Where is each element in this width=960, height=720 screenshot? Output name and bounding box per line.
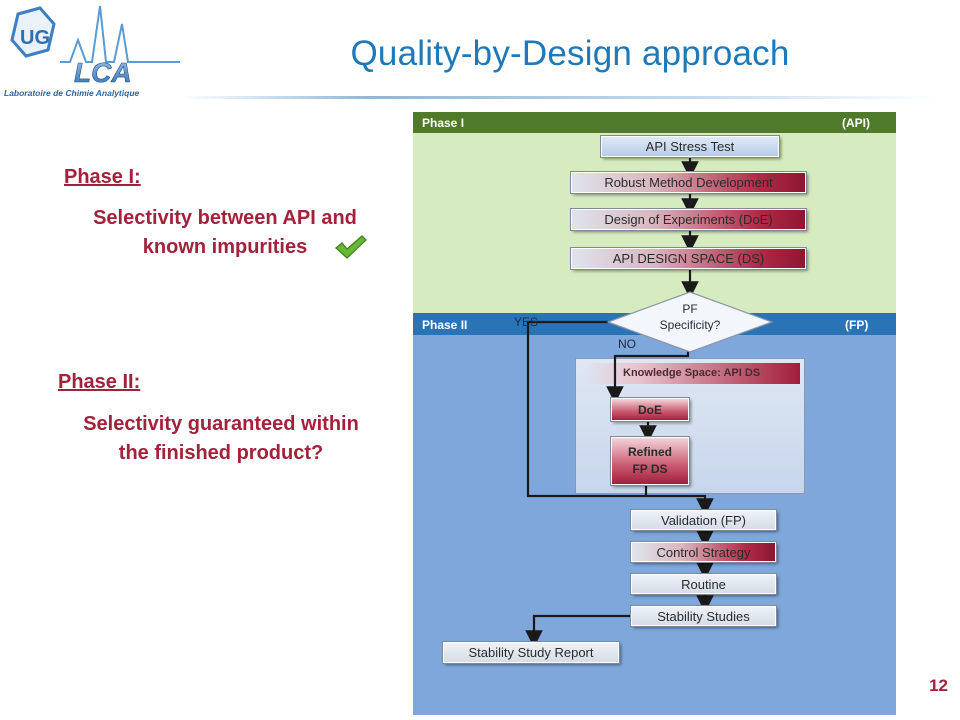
- api-stress-test-box: API Stress Test: [600, 135, 780, 158]
- decision-line2: Specificity?: [659, 318, 721, 332]
- phase2-line2: the finished product?: [118, 442, 324, 464]
- stability-studies-box: Stability Studies: [630, 605, 777, 627]
- checkmark-icon: [335, 235, 367, 259]
- lca-logo: UG LCA Laboratoire de Chimie Analytique: [4, 5, 180, 98]
- phase2-tag: (FP): [845, 318, 869, 332]
- control-strategy-box: Control Strategy: [630, 541, 777, 563]
- phase1-tag: (API): [842, 116, 870, 130]
- title-divider: [180, 96, 940, 99]
- phase2-line1: Selectivity guaranteed within: [83, 413, 359, 435]
- refined-line2: FP DS: [632, 462, 668, 476]
- logo-subtitle: Laboratoire de Chimie Analytique: [4, 88, 140, 98]
- design-of-experiments-box: Design of Experiments (DoE): [570, 208, 807, 231]
- knowledge-space-label: Knowledge Space: API DS: [585, 363, 800, 384]
- logo-hex-text: UG: [20, 27, 50, 49]
- routine-box: Routine: [630, 573, 777, 595]
- decision-line1: PF: [682, 302, 698, 316]
- no-label: NO: [618, 337, 636, 351]
- phase1-label: Phase I: [422, 116, 465, 130]
- phase1-line1: Selectivity between API and: [93, 207, 357, 229]
- validation-box: Validation (FP): [630, 509, 777, 531]
- yes-label: YES: [514, 315, 539, 329]
- logo-letters: LCA: [74, 57, 132, 88]
- phase1-heading: Phase I:: [64, 166, 141, 188]
- stability-study-report-box: Stability Study Report: [442, 641, 620, 664]
- refined-line1: Refined: [627, 445, 672, 459]
- phase2-heading: Phase II:: [58, 371, 141, 393]
- page-number: 12: [929, 676, 948, 695]
- logo-chromatogram: [60, 5, 180, 63]
- robust-method-box: Robust Method Development: [570, 171, 807, 194]
- logo-hexagon: [10, 6, 56, 58]
- doe-box: DoE: [610, 397, 690, 422]
- phase1-line2: known impurities: [142, 236, 308, 258]
- refined-fp-ds-box: Refined FP DS: [610, 436, 690, 486]
- page-title: Quality-by-Design approach: [350, 34, 790, 73]
- phase1-bar: [413, 112, 896, 133]
- phase2-label: Phase II: [422, 318, 468, 332]
- api-design-space-box: API DESIGN SPACE (DS): [570, 247, 807, 270]
